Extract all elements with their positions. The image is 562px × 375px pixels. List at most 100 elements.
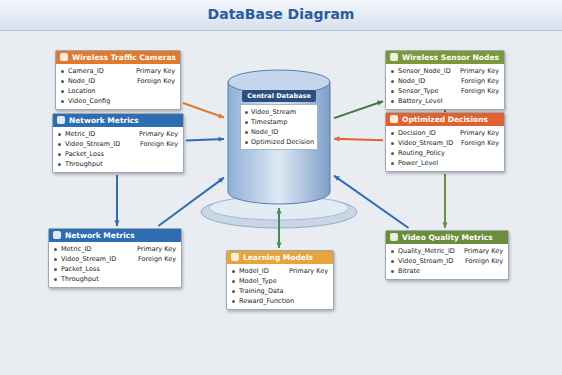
field-row: Camera_IDPrimary Key <box>56 66 180 76</box>
field-row: Quality_Metric_ID Primary Key <box>386 246 508 256</box>
bullet <box>245 131 248 134</box>
bullet <box>391 162 394 165</box>
connector-line <box>183 103 224 118</box>
field-name: Sensor_Type <box>398 87 438 95</box>
table-heading: Learning Models <box>227 251 333 264</box>
connector <box>183 103 224 118</box>
field-name: Optimized Decision <box>251 138 314 146</box>
bullet <box>58 133 61 136</box>
field-name: Node_ID <box>398 77 425 85</box>
field-name: Bitrate <box>398 267 420 275</box>
bullet <box>54 248 57 251</box>
diagram-title: DataBase Diagram <box>0 6 562 22</box>
field-name: Location <box>68 87 96 95</box>
field-name: Training_Data <box>239 287 283 295</box>
bullet <box>232 270 235 273</box>
field-row: Power_Level <box>386 158 504 168</box>
bullet <box>232 300 235 303</box>
bullet <box>391 250 394 253</box>
field-name: Timestamp <box>251 118 287 126</box>
key-type: Foreign Key <box>137 77 175 85</box>
connector <box>158 178 224 226</box>
field-name: Routing_Policy <box>398 149 445 157</box>
connector <box>442 174 447 228</box>
field-name: Quality_Metric_ID <box>398 247 455 255</box>
field-name: Video_Config <box>68 97 110 105</box>
field-name: Node_ID <box>251 128 278 136</box>
field-row: Model_Type <box>227 276 333 286</box>
connector-line <box>186 139 224 140</box>
arrowhead <box>334 176 340 181</box>
bullet <box>245 111 248 114</box>
field-name: Model_ID <box>239 267 269 275</box>
bullet <box>58 153 61 156</box>
field-panel: Video_StreamTimestampNode_ID Optimized De… <box>240 104 318 150</box>
bullet <box>58 143 61 146</box>
bullet <box>232 280 235 283</box>
field-row: Packet_Loss <box>53 149 183 159</box>
connector-line <box>158 178 224 226</box>
arrowhead <box>218 113 224 118</box>
field-name: Metric_ID <box>61 245 91 253</box>
field-row: Decision_IDPrimary Key <box>386 128 504 138</box>
arrowhead <box>218 178 224 183</box>
field-row: Video_Stream_IDForeign Key <box>386 256 508 266</box>
key-type: Primary Key <box>464 247 503 255</box>
field-name: Packet_Loss <box>61 265 100 273</box>
connector <box>276 208 281 248</box>
field-name: Video_Stream_ID <box>65 140 120 148</box>
bullet <box>61 80 64 83</box>
key-type: Primary Key <box>137 245 176 253</box>
connector <box>186 137 224 142</box>
bullet <box>391 100 394 103</box>
table-heading: Optimized Decisions <box>386 113 504 126</box>
field-name: Reward_Function <box>239 297 294 305</box>
connector <box>114 175 119 226</box>
field-row: Video_Config <box>56 96 180 106</box>
connector-line <box>334 139 383 140</box>
bullet <box>391 70 394 73</box>
field-name: Video_Stream_ID <box>61 255 116 263</box>
field-name: Video_Stream <box>251 108 296 116</box>
key-type: Primary Key <box>136 67 175 75</box>
bullet <box>391 270 394 273</box>
key-type: Primary Key <box>289 267 328 275</box>
arrowhead <box>377 101 383 106</box>
key-type: Foreign Key <box>138 255 176 263</box>
bullet <box>245 141 248 144</box>
arrowhead <box>334 136 339 141</box>
bullet <box>61 90 64 93</box>
table-icon <box>60 53 68 61</box>
table-icon <box>57 116 65 124</box>
connector <box>334 176 409 228</box>
connector <box>334 101 383 119</box>
bullet <box>58 163 61 166</box>
table-card: Optimized DecisionsDecision_IDPrimary Ke… <box>385 112 505 172</box>
field-row: Video_Stream_ID Foreign Key <box>49 254 181 264</box>
field-row: Throughput <box>49 274 181 284</box>
field-name: Battery_Level <box>398 97 442 105</box>
field-name: Model_Type <box>239 277 277 285</box>
field-row: Packet_Loss <box>49 264 181 274</box>
field-row: Training_Data <box>227 286 333 296</box>
table-icon <box>231 253 239 261</box>
table-heading: Network Metrics <box>53 114 183 127</box>
arrowhead <box>276 243 281 248</box>
field-row: Node_IDForeign Key <box>386 76 504 86</box>
table-card: Network MetricsMetric_IDPrimary KeyVideo… <box>52 113 184 173</box>
field-row: Sensor_Node_IDPrimary Key <box>386 66 504 76</box>
database-cylinder: Central DatabaseVideo_StreamTimestampNod… <box>226 68 332 206</box>
field-name: Throughput <box>65 160 103 168</box>
bullet <box>245 121 248 124</box>
bullet <box>391 132 394 135</box>
table-card: Network MetricsMetric_IDPrimary KeyVideo… <box>48 228 182 288</box>
table-icon <box>390 115 398 123</box>
field-row: Timestamp <box>241 117 317 127</box>
connector-line <box>116 175 118 226</box>
field-row: Reward_Function <box>227 296 333 306</box>
connector-line <box>334 176 409 228</box>
bullet <box>232 290 235 293</box>
arrowhead <box>276 208 281 213</box>
field-row: Video_Stream <box>241 107 317 117</box>
field-row: Node_ID <box>241 127 317 137</box>
